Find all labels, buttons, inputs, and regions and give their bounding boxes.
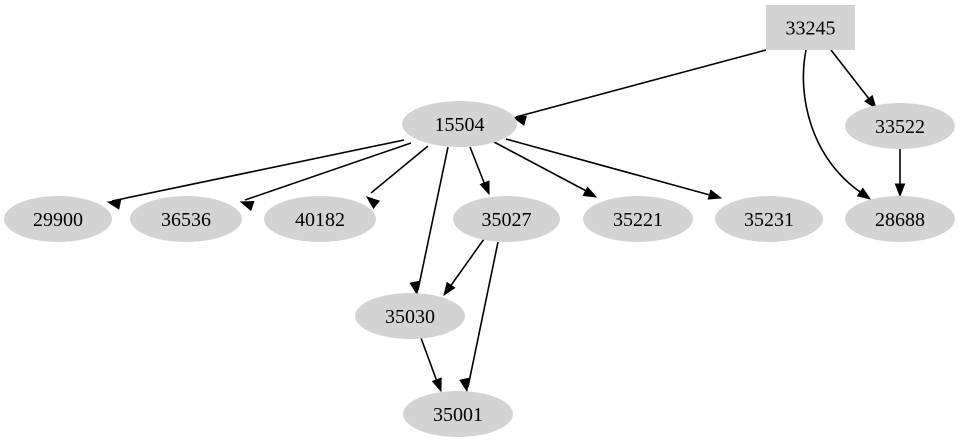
- graph-edge: [106, 139, 405, 210]
- arrow-head-icon: [459, 377, 470, 393]
- graph-node-33245[interactable]: 33245: [766, 5, 855, 50]
- graph-node-29900[interactable]: 29900: [4, 196, 112, 242]
- node-ellipse[interactable]: [715, 196, 823, 242]
- graph-edge: [443, 238, 485, 297]
- edges-layer: [106, 49, 906, 393]
- node-ellipse[interactable]: [402, 101, 517, 147]
- edge-line: [515, 49, 767, 118]
- arrow-head-icon: [864, 94, 877, 110]
- edge-line: [111, 139, 405, 202]
- node-ellipse[interactable]: [403, 391, 513, 437]
- node-ellipse[interactable]: [583, 196, 693, 242]
- graph-node-28688[interactable]: 28688: [845, 196, 955, 242]
- graph-node-15504[interactable]: 15504: [402, 101, 517, 147]
- arrow-head-icon: [512, 115, 527, 126]
- graph-node-36536[interactable]: 36536: [130, 196, 242, 242]
- graph-edge: [469, 146, 490, 196]
- graph-edge: [894, 149, 906, 198]
- node-ellipse[interactable]: [845, 103, 955, 149]
- graph-edge: [409, 146, 449, 296]
- arrow-head-icon: [239, 201, 255, 212]
- edge-line: [446, 238, 485, 292]
- arrow-head-icon: [894, 183, 906, 198]
- arrow-head-icon: [582, 186, 598, 198]
- edge-line: [417, 146, 449, 291]
- edge-line: [467, 241, 499, 388]
- graph-node-35027[interactable]: 35027: [453, 196, 560, 242]
- graph-edge: [830, 49, 877, 110]
- arrow-head-icon: [106, 199, 122, 210]
- graph-edge: [802, 49, 872, 200]
- arrow-head-icon: [443, 281, 456, 297]
- arrow-head-icon: [431, 377, 442, 393]
- graph-edge: [459, 241, 499, 393]
- node-ellipse[interactable]: [845, 196, 955, 242]
- graph-node-40182[interactable]: 40182: [264, 196, 376, 242]
- edge-line: [505, 138, 718, 198]
- graph-edge: [420, 337, 442, 393]
- edge-line: [802, 49, 867, 197]
- graph-edge: [239, 142, 412, 212]
- nodes-layer: 33245 15504 33522 29900 36536 40182 35027 35221…: [4, 5, 955, 437]
- node-ellipse[interactable]: [130, 196, 242, 242]
- graph-node-35030[interactable]: 35030: [355, 293, 465, 339]
- arrow-head-icon: [856, 187, 872, 200]
- node-ellipse[interactable]: [355, 293, 465, 339]
- edge-line: [244, 142, 412, 201]
- graph-edge: [512, 49, 767, 126]
- graph-node-35231[interactable]: 35231: [715, 196, 823, 242]
- node-ellipse[interactable]: [453, 196, 560, 242]
- arrow-head-icon: [707, 189, 723, 200]
- edge-line: [493, 141, 593, 195]
- node-ellipse[interactable]: [4, 196, 112, 242]
- graph-node-35001[interactable]: 35001: [403, 391, 513, 437]
- graph-node-35221[interactable]: 35221: [583, 196, 693, 242]
- arrow-head-icon: [365, 196, 381, 210]
- graph-edge: [365, 145, 429, 210]
- node-rect[interactable]: [766, 5, 855, 50]
- arrow-head-icon: [409, 280, 420, 296]
- edge-line: [370, 145, 429, 194]
- edge-line: [420, 337, 440, 388]
- graph-edge: [505, 138, 723, 200]
- graph-edge: [493, 141, 598, 198]
- graph-node-33522[interactable]: 33522: [845, 103, 955, 149]
- edge-line: [830, 49, 874, 105]
- node-ellipse[interactable]: [264, 196, 376, 242]
- arrow-head-icon: [479, 180, 490, 196]
